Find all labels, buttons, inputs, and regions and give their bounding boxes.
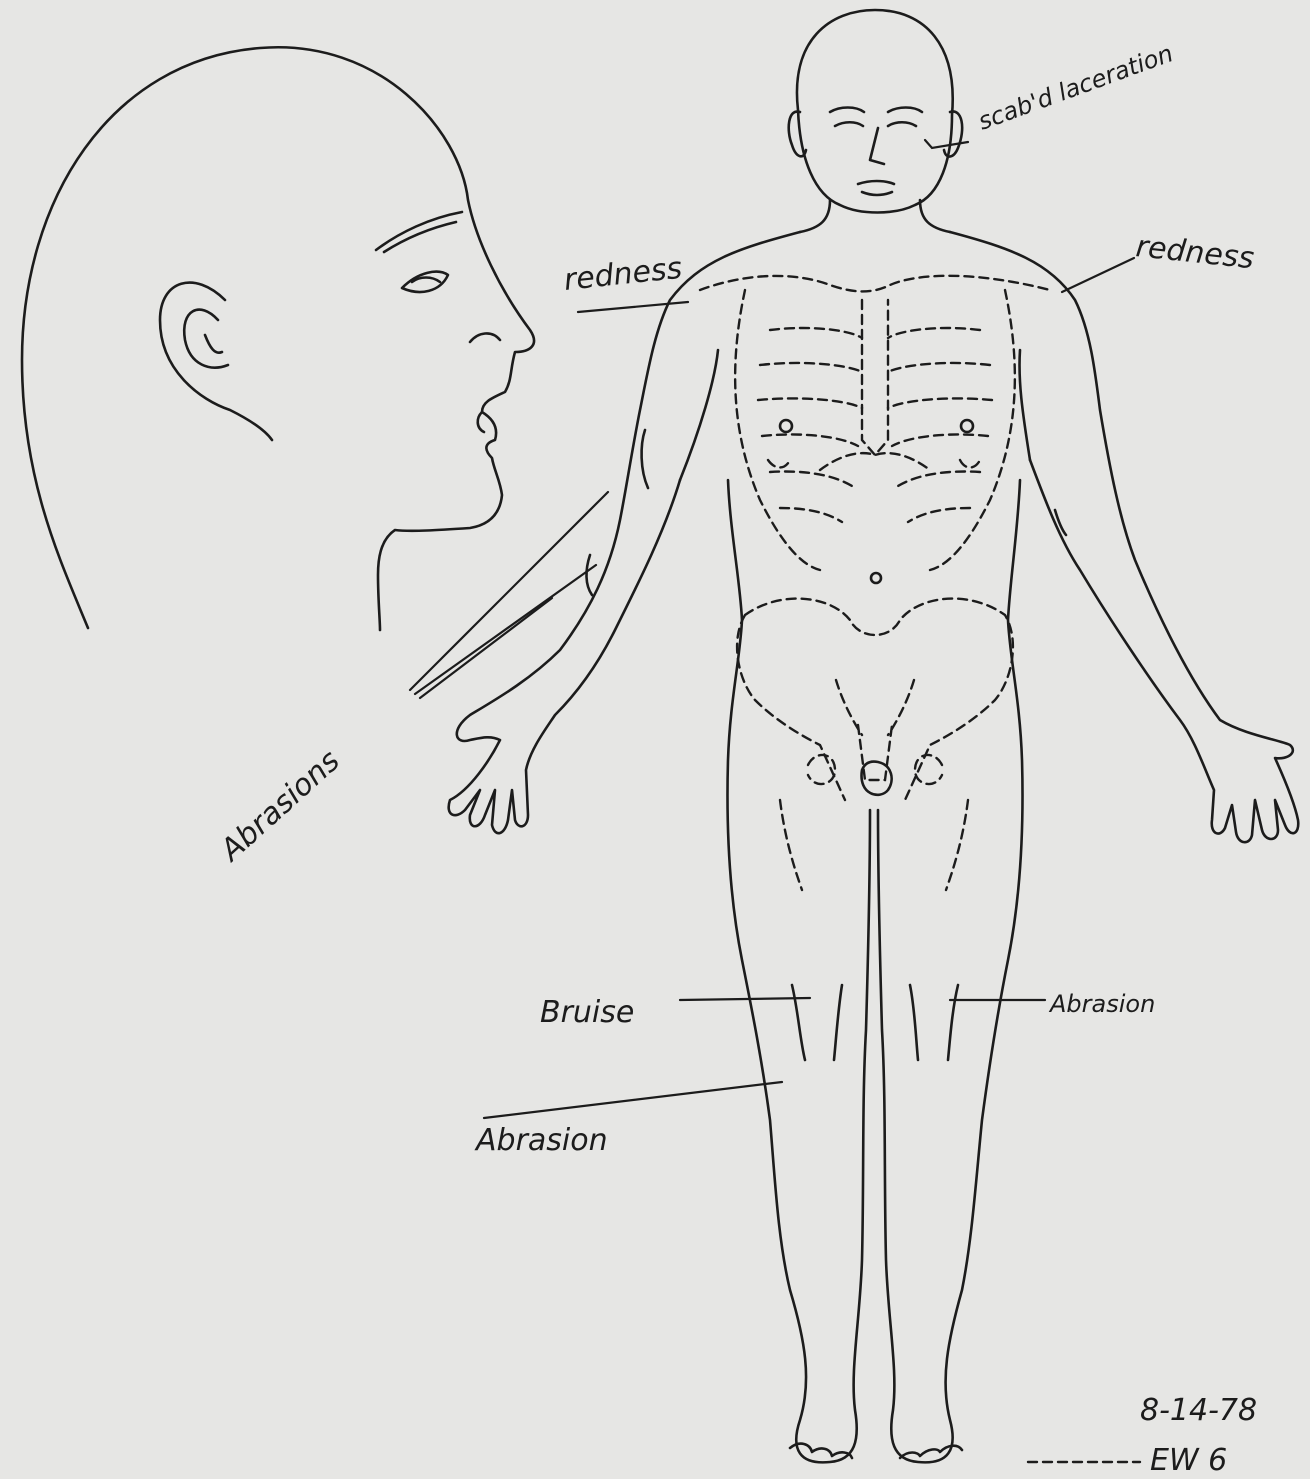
front-body-drawing (449, 10, 1299, 1462)
right-knee-bruise-label: Bruise (540, 995, 634, 1030)
right-shin-abrasion-label: Abrasion (474, 1123, 608, 1158)
initials-label: EW 6 (1150, 1443, 1227, 1475)
face-wound-label: scab'd laceration (974, 39, 1176, 135)
profile-head-drawing (22, 47, 534, 630)
arm-abrasions-label: Abrasions (212, 743, 346, 869)
leader-lines (410, 140, 1134, 1118)
left-shoulder-label: redness (562, 251, 684, 298)
date-label: 8-14-78 (1140, 1393, 1257, 1428)
left-knee-abrasion-label: Abrasion (1048, 990, 1155, 1018)
right-shoulder-label: redness (1134, 229, 1256, 276)
